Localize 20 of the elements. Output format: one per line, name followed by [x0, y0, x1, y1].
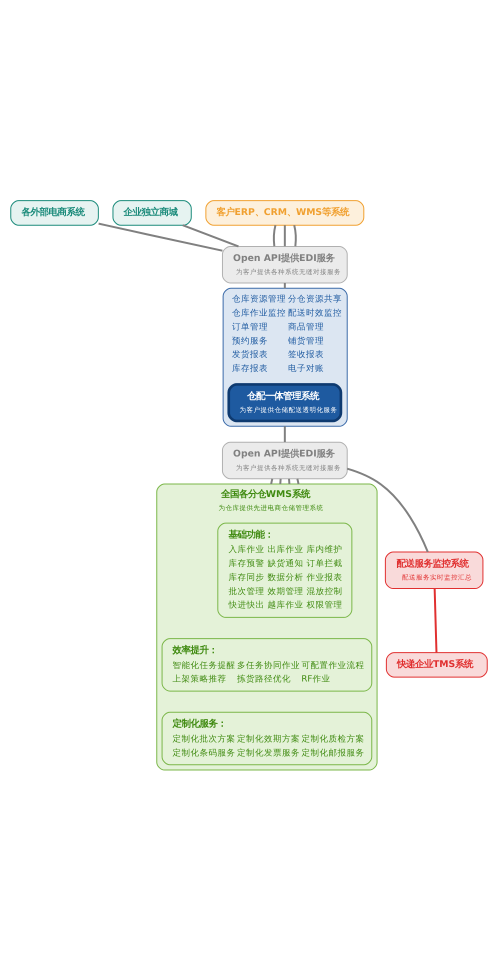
connector [270, 478, 274, 484]
connector [284, 225, 286, 246]
node-box: 效率提升： 智能化任务提醒 多任务协同作业 可配置作业流程 上架策略推荐 拣货路径优化 RF作业 [162, 638, 372, 692]
connector [346, 468, 429, 552]
connector [279, 478, 282, 484]
connector [284, 282, 286, 288]
node-box: 基础功能： 入库作业 出库作业 库内维护 库存预警 缺货通知 订单拦截 库存同步 数据分析 作业报表 批次管理 效期管理 混放控制 快进快出 越库作业 权限管理 [217, 522, 352, 618]
connector [272, 225, 276, 246]
node-box: 企业独立商城 [112, 200, 192, 226]
connector [293, 225, 297, 246]
node-box: 快递企业TMS系统 [386, 652, 488, 678]
node-box: 各外部电商系统 [10, 200, 99, 226]
connector [98, 222, 223, 252]
node-box: 客户ERP、CRM、WMS等系统 [205, 200, 364, 226]
connector [182, 224, 239, 248]
connector [288, 478, 290, 484]
connector [296, 478, 300, 484]
connector [284, 426, 286, 442]
connector [434, 588, 438, 652]
node-box: 定制化服务： 定制化批次方案 定制化效期方案 定制化质检方案 定制化条码服务 定制化发票服务 定制化邮报服务 [162, 712, 372, 766]
